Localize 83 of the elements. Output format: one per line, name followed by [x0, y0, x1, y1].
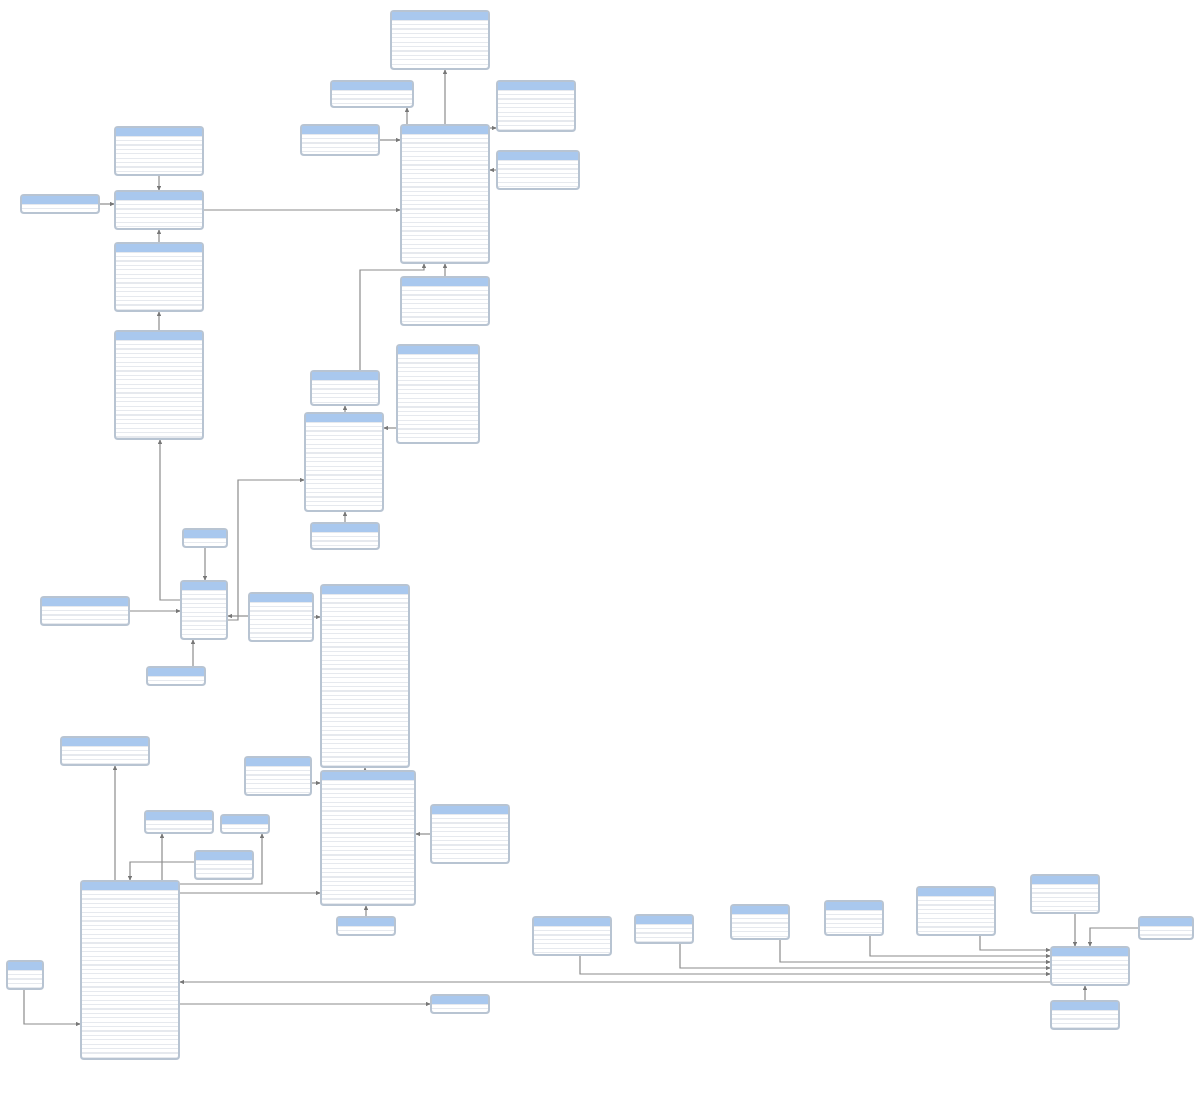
table-box: [114, 242, 204, 312]
relationship-arrow: [363, 905, 369, 917]
table-box: [336, 916, 396, 936]
table-box: [60, 736, 150, 766]
relationship-arrow: [342, 511, 348, 523]
relationship-arrow: [227, 613, 249, 619]
table-box: [6, 960, 44, 990]
relationship-arrow: [979, 935, 1051, 953]
relationship-arrow: [579, 955, 1051, 977]
table-box: [244, 756, 312, 796]
table-box: [430, 994, 490, 1014]
relationship-arrow: [383, 425, 397, 431]
table-box: [146, 666, 206, 686]
relationship-arrow: [379, 137, 401, 143]
relationship-arrow: [156, 311, 162, 331]
relationship-arrow: [489, 167, 497, 173]
relationship-arrow: [179, 833, 265, 885]
relationship-arrow: [179, 890, 321, 896]
relationship-arrow: [156, 229, 162, 243]
table-box: [1138, 916, 1194, 940]
relationship-arrow: [1082, 985, 1088, 1001]
table-box: [310, 522, 380, 550]
table-box: [1030, 874, 1100, 914]
table-box: [40, 596, 130, 626]
relationship-arrow: [442, 69, 448, 125]
relationship-arrow: [359, 263, 427, 371]
table-box: [144, 810, 214, 834]
relationship-arrow: [157, 439, 181, 601]
table-box: [396, 344, 480, 444]
table-box: [180, 580, 228, 640]
table-box: [496, 80, 576, 132]
table-box: [320, 584, 410, 768]
relationship-arrow: [1072, 913, 1078, 947]
relationship-arrow: [415, 831, 431, 837]
table-box: [220, 814, 270, 834]
relationship-arrow: [342, 405, 348, 413]
table-box: [194, 850, 254, 880]
table-box: [182, 528, 228, 548]
table-box: [400, 124, 490, 264]
relationship-arrow: [442, 263, 448, 277]
relationship-arrow: [404, 107, 410, 125]
relationship-arrow: [311, 780, 321, 786]
table-box: [80, 880, 180, 1060]
table-box: [114, 126, 204, 176]
relationship-arrow: [869, 935, 1051, 959]
relationship-arrow: [159, 833, 165, 881]
relationship-arrow: [203, 207, 401, 213]
table-box: [310, 370, 380, 406]
relationship-arrow: [99, 201, 115, 207]
table-box: [532, 916, 612, 956]
table-box: [20, 194, 100, 214]
relationship-arrow: [129, 608, 181, 614]
table-box: [730, 904, 790, 940]
relationship-arrow: [179, 1001, 431, 1007]
table-box: [824, 900, 884, 936]
table-box: [330, 80, 414, 108]
table-box: [390, 10, 490, 70]
table-box: [430, 804, 510, 864]
table-box: [400, 276, 490, 326]
relationship-arrow: [127, 861, 195, 881]
relationship-arrow: [156, 175, 162, 191]
relationship-arrow: [1087, 927, 1139, 947]
relationship-arrow: [179, 979, 1051, 985]
relationship-arrow: [112, 765, 118, 881]
table-box: [300, 124, 380, 156]
relationship-arrow: [489, 125, 497, 131]
table-box: [634, 914, 694, 944]
table-box: [114, 190, 204, 230]
relationship-arrow: [679, 943, 1051, 971]
table-box: [916, 886, 996, 936]
table-box: [114, 330, 204, 440]
relationship-arrow: [190, 639, 196, 667]
table-box: [1050, 1000, 1120, 1030]
table-box: [248, 592, 314, 642]
relationship-arrow: [202, 547, 208, 581]
table-box: [1050, 946, 1130, 986]
table-box: [320, 770, 416, 906]
table-box: [304, 412, 384, 512]
relationship-arrow: [313, 614, 321, 620]
relationship-arrow: [227, 477, 305, 621]
relationship-arrow: [23, 989, 81, 1027]
table-box: [496, 150, 580, 190]
relationship-arrow: [779, 939, 1051, 965]
